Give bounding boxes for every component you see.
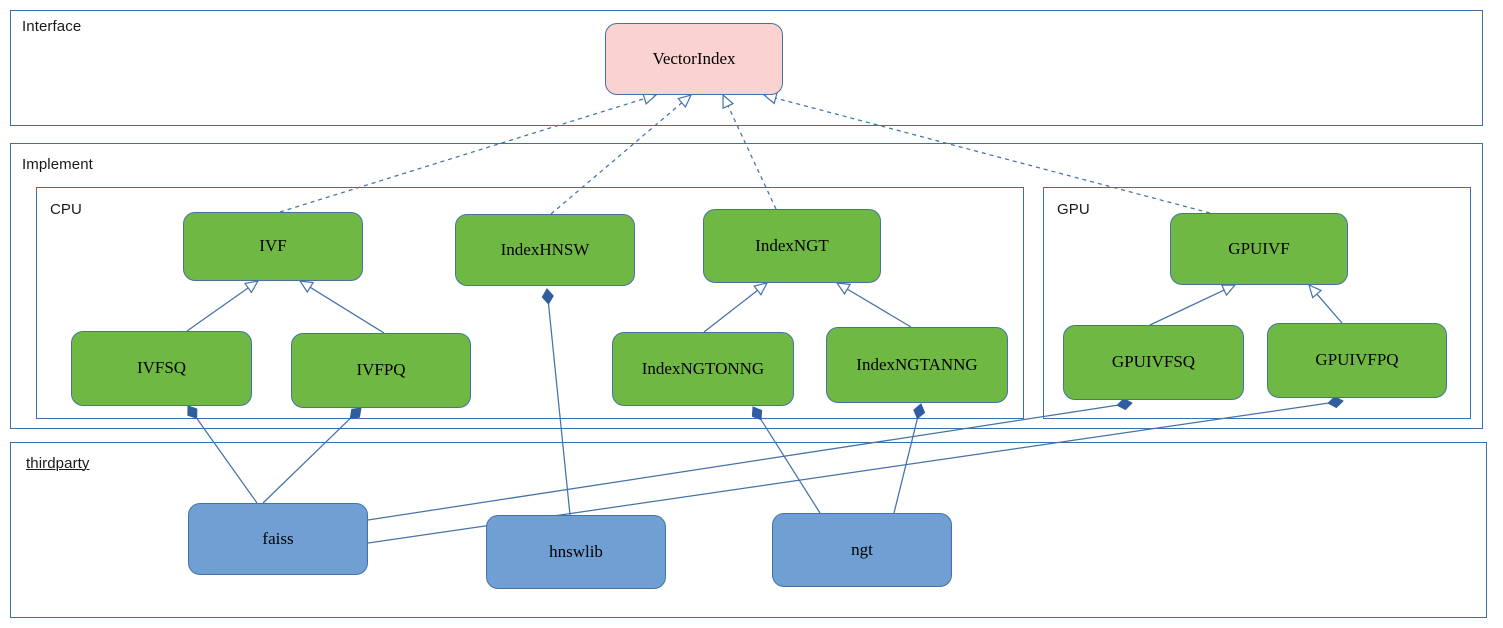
package-label-thirdparty: thirdparty <box>26 455 90 472</box>
class-node-ivfsq[interactable]: IVFSQ <box>71 331 252 406</box>
class-node-vectorindex[interactable]: VectorIndex <box>605 23 783 95</box>
package-label-gpu: GPU <box>1057 201 1090 218</box>
class-node-hnswlib[interactable]: hnswlib <box>486 515 666 589</box>
class-node-gpuivfsq[interactable]: GPUIVFSQ <box>1063 325 1244 400</box>
class-node-indexhnsw[interactable]: IndexHNSW <box>455 214 635 286</box>
class-node-ngt[interactable]: ngt <box>772 513 952 587</box>
class-node-faiss[interactable]: faiss <box>188 503 368 575</box>
class-node-indexngt[interactable]: IndexNGT <box>703 209 881 283</box>
class-node-indexngtonng[interactable]: IndexNGTONNG <box>612 332 794 406</box>
class-node-indexngtanng[interactable]: IndexNGTANNG <box>826 327 1008 403</box>
package-label-cpu: CPU <box>50 201 82 218</box>
class-node-gpuivfpq[interactable]: GPUIVFPQ <box>1267 323 1447 398</box>
class-node-gpuivf[interactable]: GPUIVF <box>1170 213 1348 285</box>
package-label-implement: Implement <box>22 156 93 173</box>
class-node-ivf[interactable]: IVF <box>183 212 363 281</box>
package-label-interface: Interface <box>22 18 82 35</box>
class-node-ivfpq[interactable]: IVFPQ <box>291 333 471 408</box>
